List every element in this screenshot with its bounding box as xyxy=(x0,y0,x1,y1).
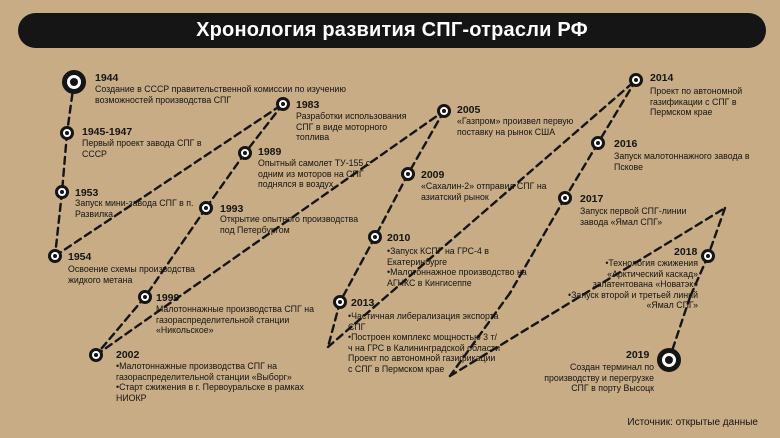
event-text: •Технология сжижения «Арктический каскад… xyxy=(568,258,698,311)
event-text: Создание в СССР правительственной комисс… xyxy=(95,84,346,105)
event-text: Освоение схемы производства жидкого мета… xyxy=(68,264,195,285)
node-2010 xyxy=(368,230,382,244)
event-year: 1945-1947 xyxy=(82,126,133,138)
page-title: Хронология развития СПГ-отрасли РФ xyxy=(196,19,588,41)
node-2009 xyxy=(401,167,415,181)
node-2005 xyxy=(437,104,451,118)
event-text: •Запуск КСПГ на ГРС-4 в Екатеринбурге •М… xyxy=(387,246,527,288)
node-2002 xyxy=(89,348,103,362)
event-text: Первый проект завода СПГ в СССР xyxy=(82,138,202,159)
event-year: 2005 xyxy=(457,104,481,116)
source-note: Источник: открытые данные xyxy=(627,417,758,428)
event-text: Малотоннажные производства СПГ на газора… xyxy=(156,304,314,336)
node-2014 xyxy=(629,73,643,87)
node-1953 xyxy=(55,185,69,199)
event-year: 2009 xyxy=(421,169,445,181)
event-text: Проект по автономной газификации с СПГ в… xyxy=(650,86,743,118)
node-2018 xyxy=(701,249,715,263)
node-1954 xyxy=(48,249,62,263)
event-text: Запуск первой СПГ-линии завода «Ямал СПГ… xyxy=(580,206,687,227)
event-text: •Частичная либерализация экспорта СПГ •П… xyxy=(348,311,500,374)
event-year: 1953 xyxy=(75,187,99,199)
event-text: «Сахалин-2» отправил СПГ на азиатский ры… xyxy=(421,181,547,202)
event-year: 2014 xyxy=(650,72,674,84)
node-2019 xyxy=(657,348,681,372)
event-text: Опытный самолет ТУ-155 с одним из моторо… xyxy=(258,158,371,190)
event-text: Создан терминал по производству и перегр… xyxy=(544,362,654,394)
event-text: Запуск малотоннажного завода в Пскове xyxy=(614,151,750,172)
event-text: •Малотоннажные производства СПГ на газор… xyxy=(116,361,304,403)
event-year: 2019 xyxy=(626,349,650,361)
node-2016 xyxy=(591,136,605,150)
node-1999 xyxy=(138,290,152,304)
node-1944 xyxy=(62,70,86,94)
node-1945-1947 xyxy=(60,126,74,140)
event-year: 2002 xyxy=(116,349,140,361)
event-text: Запуск мини-завода СПГ в п. Развилка xyxy=(75,198,194,219)
event-year: 1944 xyxy=(95,72,119,84)
event-year: 2013 xyxy=(351,297,375,309)
node-1989 xyxy=(238,146,252,160)
event-year: 2017 xyxy=(580,193,604,205)
event-year: 1999 xyxy=(156,292,180,304)
node-1993 xyxy=(199,201,213,215)
event-text: Разработки использования СПГ в виде мото… xyxy=(296,111,407,143)
event-year: 1993 xyxy=(220,203,244,215)
event-year: 1983 xyxy=(296,99,320,111)
event-year: 2018 xyxy=(674,246,698,258)
event-year: 2016 xyxy=(614,138,638,150)
event-year: 1989 xyxy=(258,146,282,158)
node-2013 xyxy=(333,295,347,309)
node-2017 xyxy=(558,191,572,205)
event-year: 2010 xyxy=(387,232,411,244)
event-text: «Газпром» произвел первую поставку на ры… xyxy=(457,116,574,137)
event-text: Открытие опытного производства под Петер… xyxy=(220,214,359,235)
title-bar: Хронология развития СПГ-отрасли РФ xyxy=(18,13,766,48)
node-1983 xyxy=(276,97,290,111)
event-year: 1954 xyxy=(68,251,92,263)
